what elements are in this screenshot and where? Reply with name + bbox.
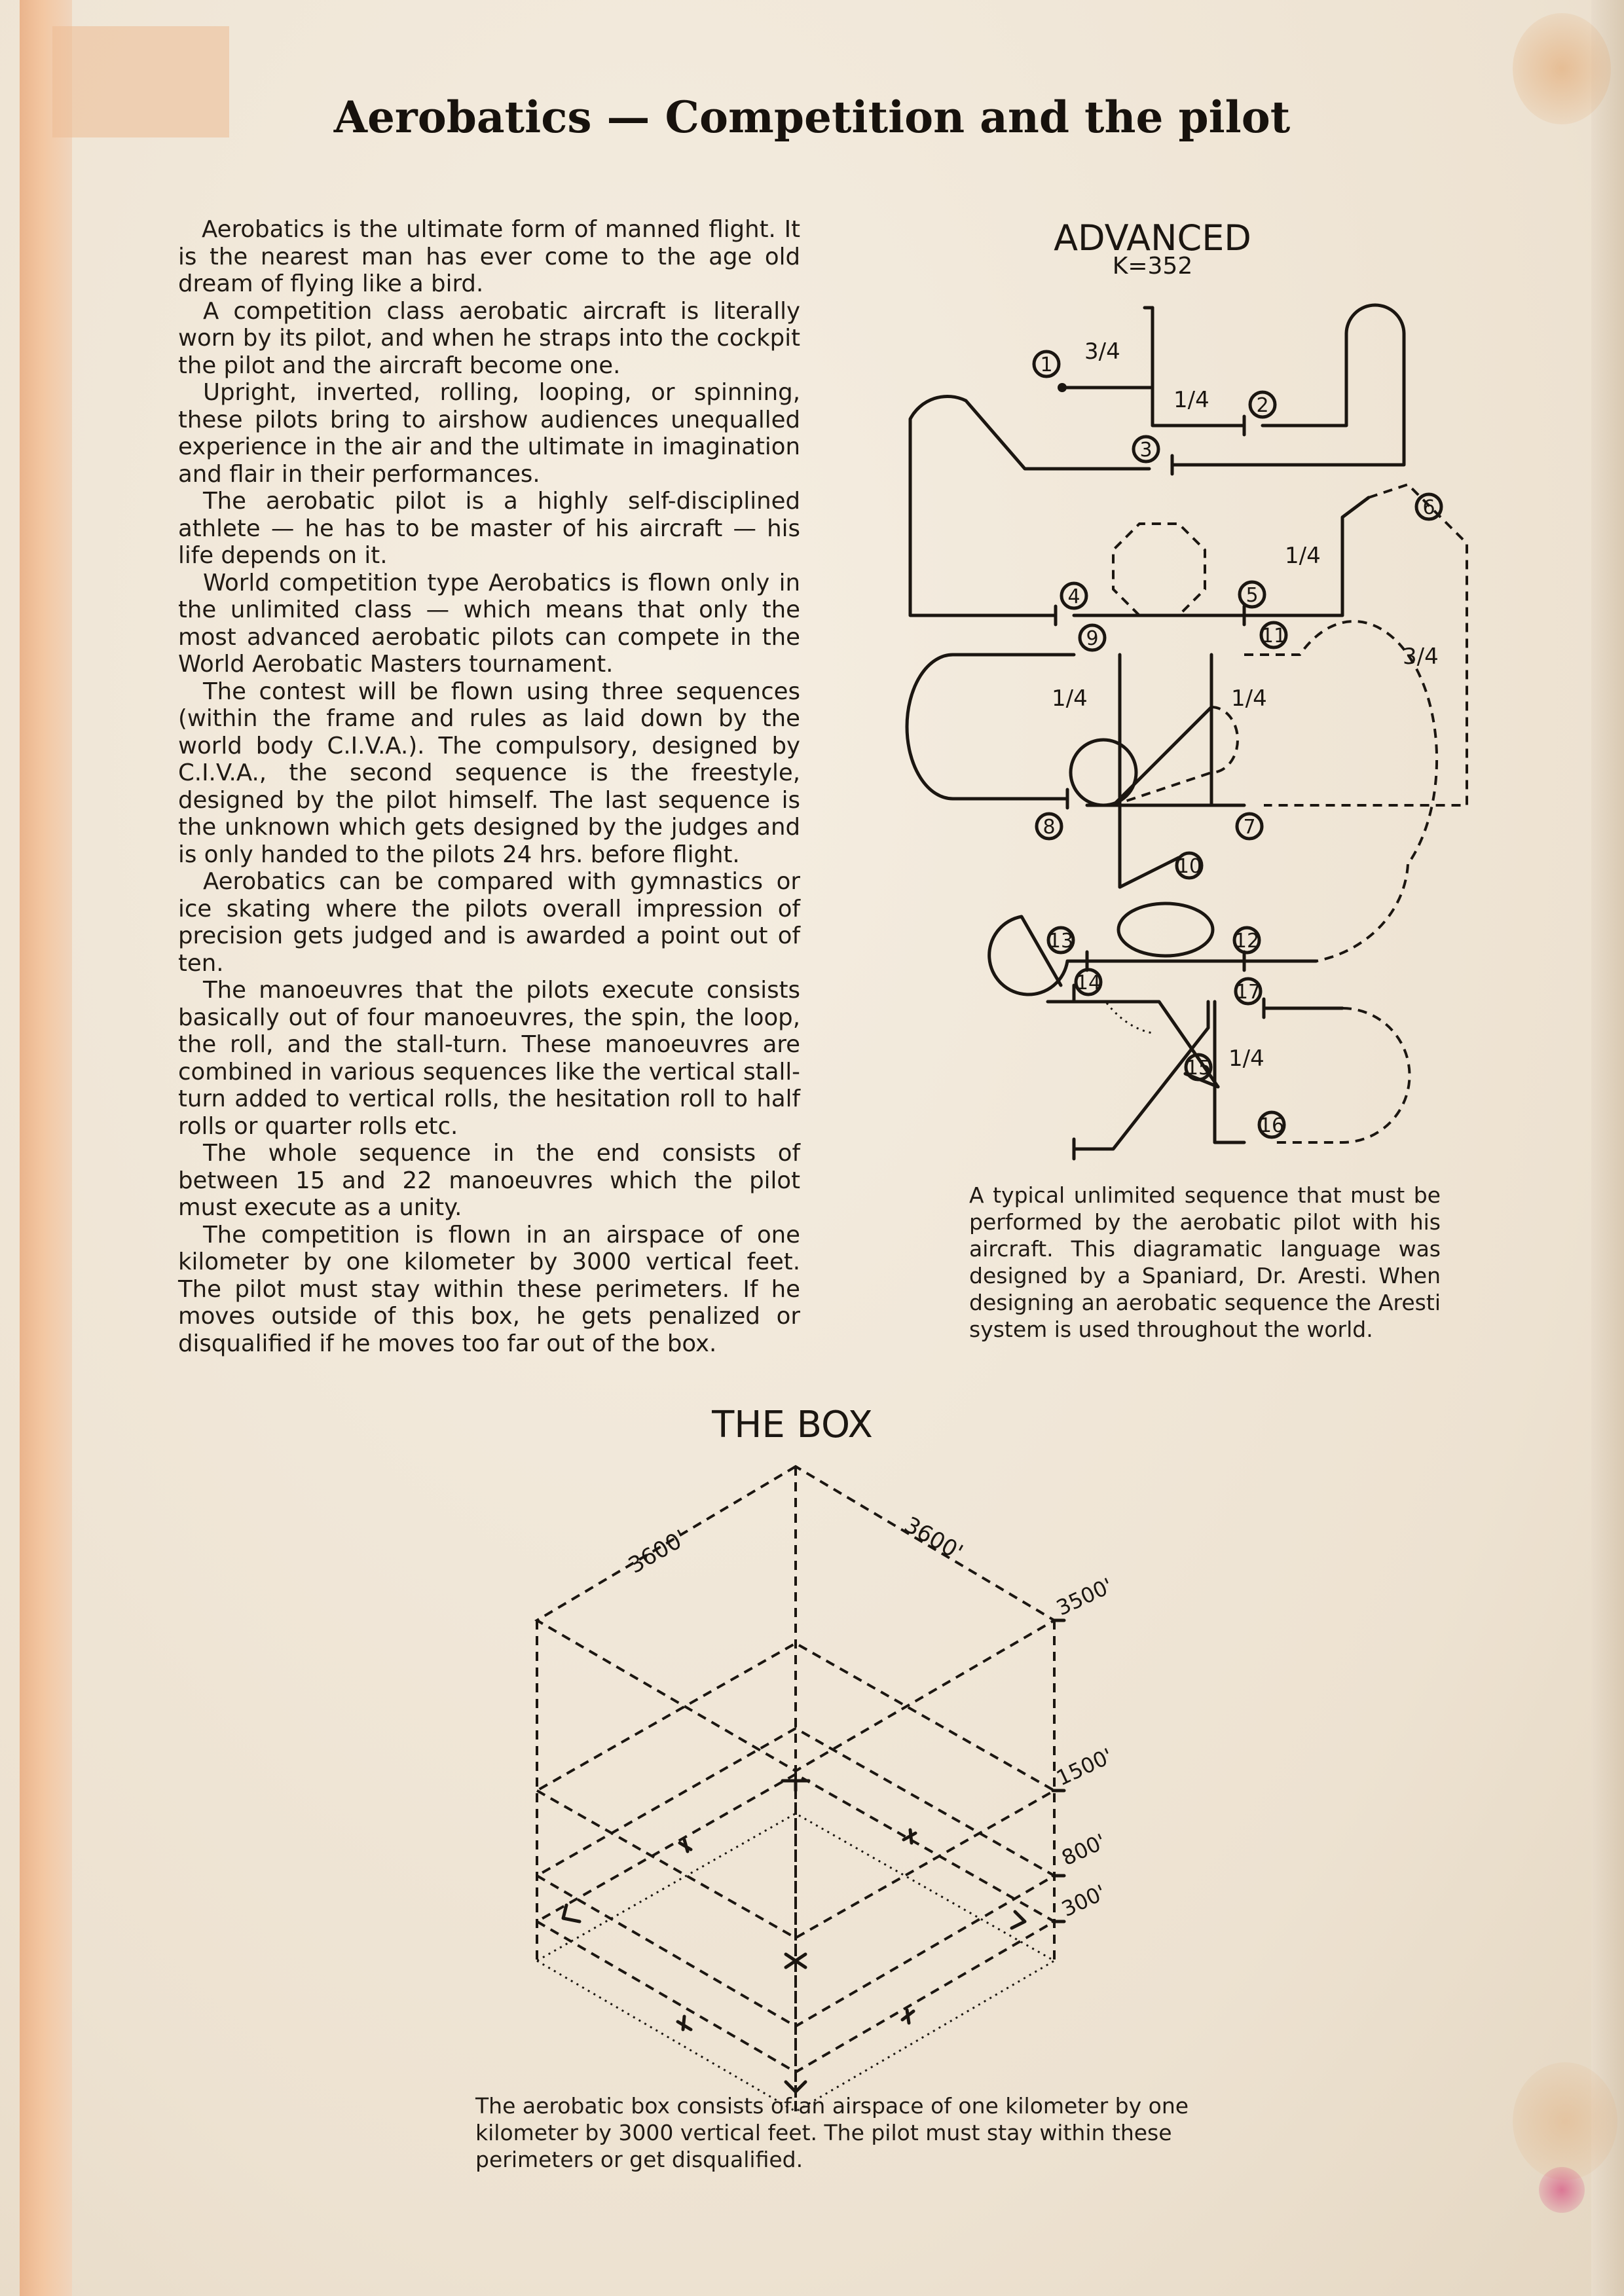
advanced-caption: A typical unlimited sequence that must b… [969,1182,1441,1342]
figure-number: 1 [1040,354,1052,376]
paragraph: Aerobatics is the ultimate form of manne… [178,216,800,297]
figure-number: 6 [1422,496,1435,519]
paragraph: Aerobatics can be compared with gymnasti… [178,868,800,977]
figure-number: 14 [1076,972,1101,994]
figure-number: 12 [1234,930,1259,953]
paragraph: The aerobatic pilot is a highly self-dis… [178,488,800,569]
height-label: 800' [1058,1829,1109,1870]
paragraph: A competition class aerobatic aircraft i… [178,297,800,379]
stain [1513,13,1611,124]
page-edge [1591,0,1624,2296]
tape-residue [52,26,229,137]
sequence-lines [905,303,1468,1161]
figure-number: 9 [1086,627,1098,650]
roll-label: 1/4 [1228,1046,1264,1072]
k-factor: K=352 [1113,253,1192,280]
paragraph: The whole sequence in the end consists o… [178,1140,800,1221]
figure-number: 13 [1048,930,1073,953]
roll-label: 3/4 [1403,644,1439,670]
figure-number: 5 [1246,584,1258,607]
height-label: 300' [1058,1880,1109,1922]
figure-number: 16 [1259,1114,1284,1137]
figure-number: 17 [1236,981,1261,1004]
roll-label: 3/4 [1084,338,1120,365]
paragraph: The competition is flown in an airspace … [178,1221,800,1357]
roll-labels: 3/4 1/4 1/4 3/4 1/4 1/4 1/4 [1052,338,1439,1072]
height-label: 1500' [1052,1743,1116,1791]
stain [1539,2167,1585,2213]
roll-label: 1/4 [1052,685,1088,712]
binding-spine [20,0,72,2296]
figure-number: 2 [1256,394,1268,417]
side-length-label: 3600' [900,1512,967,1566]
figure-number: 7 [1243,816,1255,839]
roll-label: 1/4 [1231,685,1267,712]
box-labels: 3600' 3600' 3500' 1500' 800' 300' [624,1512,1116,1922]
box-heading: THE BOX [711,1404,873,1446]
paragraph: The contest will be flown using three se… [178,678,800,868]
figure-number: 11 [1261,625,1286,647]
figure-number: 8 [1043,816,1055,839]
roll-label: 1/4 [1173,387,1209,413]
figure-number: 4 [1067,585,1080,608]
roll-label: 1/4 [1285,543,1321,569]
article-body: Aerobatics is the ultimate form of manne… [178,216,800,1357]
page-title: Aerobatics — Competition and the pilot [333,92,1291,143]
stain [1513,2062,1617,2180]
advanced-heading: ADVANCED [1054,217,1251,259]
box-caption: The aerobatic box consists of an airspac… [475,2093,1189,2172]
paragraph: World competition type Aerobatics is flo… [178,569,800,678]
box-wireframe [534,1465,1066,2113]
side-length-label: 3600' [624,1525,692,1579]
paragraph: The manoeuvres that the pilots execute c… [178,977,800,1140]
figure-numbers: 1 2 3 4 5 6 7 8 9 10 11 12 13 14 15 16 1… [1032,350,1443,1139]
figure-number: 10 [1177,855,1202,878]
paragraph: Upright, inverted, rolling, looping, or … [178,379,800,488]
height-label: 3500' [1052,1573,1116,1621]
figure-number: 3 [1139,439,1152,462]
figure-number: 15 [1186,1057,1211,1080]
